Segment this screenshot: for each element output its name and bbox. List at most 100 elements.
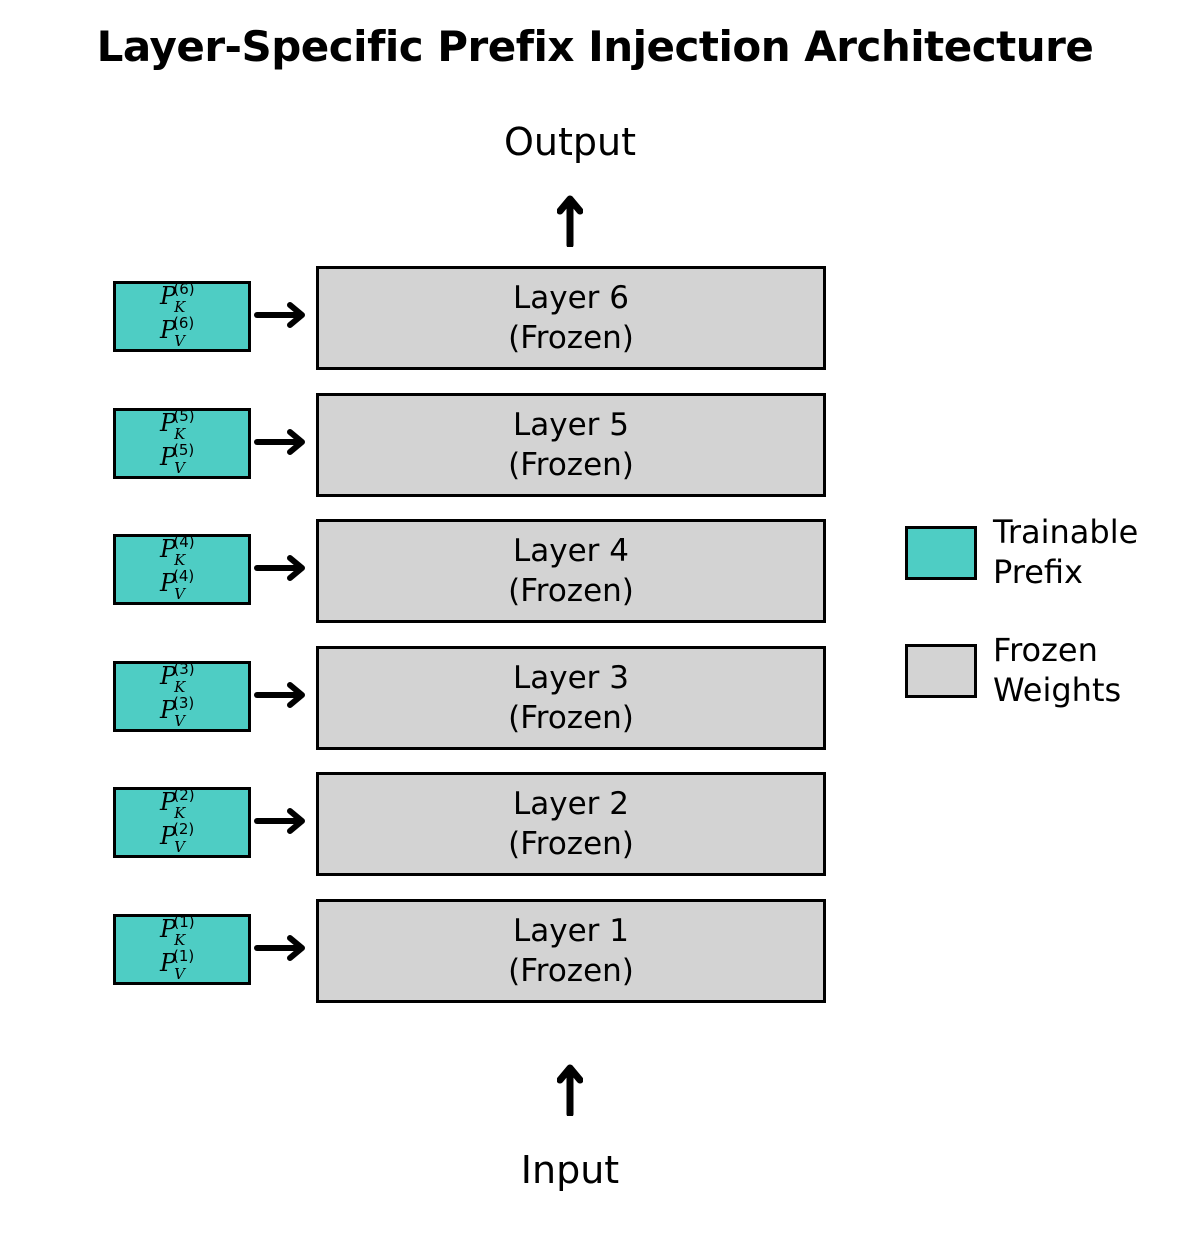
prefix-k-base: P [160,282,177,310]
prefix-k-label: PK(4) [160,533,209,569]
prefix-v-subscript: V [174,459,185,477]
prefix-k-subscript: K [174,678,186,696]
layer-name: Layer 6 [512,280,629,316]
output-label: Output [504,120,636,164]
prefix-k-subscript: K [174,425,186,443]
injection-arrow [254,302,308,328]
frozen-layer-box: Layer 5 (Frozen) [316,393,826,497]
diagram-title: Layer-Specific Prefix Injection Architec… [96,22,1094,71]
prefix-v-base: P [160,949,177,977]
prefix-v-superscript: (1) [173,947,195,965]
layer-row: PK(6)PV(6)Layer 6(Frozen) [0,266,1190,370]
layer-name: Layer 4 [512,533,629,569]
prefix-k-label: PK(5) [160,407,209,443]
prefix-v-subscript: V [174,838,185,856]
injection-arrow [254,555,308,581]
layer-state: (Frozen) [508,573,634,609]
prefix-k-superscript: (1) [173,913,195,931]
prefix-box: PK(2)PV(2) [113,786,251,858]
layer-state: (Frozen) [508,447,634,483]
layer-row: PK(5)PV(5)Layer 5(Frozen) [0,393,1190,497]
input-arrow [557,1064,583,1116]
prefix-k-subscript: K [174,298,186,316]
prefix-v-base: P [160,696,177,724]
prefix-v-label: PV(5) [160,441,208,477]
legend-swatch-trainable [905,526,977,580]
layer-state: (Frozen) [508,826,634,862]
frozen-layer-box: Layer 3 (Frozen) [316,646,826,750]
prefix-k-label: PK(6) [160,280,209,316]
prefix-v-label: PV(3) [160,694,208,730]
prefix-v-label: PV(6) [160,314,208,350]
prefix-v-base: P [160,822,177,850]
prefix-v-base: P [160,443,177,471]
prefix-v-base: P [160,569,177,597]
prefix-k-superscript: (5) [173,407,195,425]
prefix-k-subscript: K [174,804,186,822]
prefix-k-base: P [160,662,177,690]
prefix-box: PK(3)PV(3) [113,660,251,732]
layer-name: Layer 2 [512,786,629,822]
frozen-layer-box: Layer 4 (Frozen) [316,519,826,623]
prefix-box: PK(6)PV(6) [113,280,251,352]
prefix-k-superscript: (3) [173,660,195,678]
legend-label-line1: Frozen [993,631,1098,669]
prefix-v-superscript: (6) [173,314,195,332]
prefix-v-label: PV(4) [160,567,208,603]
prefix-k-superscript: (2) [173,786,195,804]
frozen-layer-box: Layer 6 (Frozen) [316,266,826,370]
prefix-box: PK(1)PV(1) [113,913,251,985]
injection-arrow [254,429,308,455]
frozen-layer-box: Layer 1 (Frozen) [316,899,826,1003]
prefix-k-superscript: (4) [173,533,195,551]
layer-row: PK(2)PV(2)Layer 2(Frozen) [0,772,1190,876]
layer-row: PK(3)PV(3)Layer 3(Frozen) [0,646,1190,750]
injection-arrow [254,682,308,708]
layer-name: Layer 1 [512,913,629,949]
prefix-k-base: P [160,535,177,563]
prefix-v-subscript: V [174,712,185,730]
legend-label-line1: Trainable [993,513,1139,551]
prefix-v-superscript: (2) [173,820,195,838]
input-label: Input [520,1148,620,1192]
legend-label-trainable: Trainable Prefix [993,512,1173,592]
prefix-v-base: P [160,316,177,344]
layer-name: Layer 3 [512,660,629,696]
legend-label-line2: Weights [993,671,1122,709]
prefix-v-label: PV(2) [160,820,208,856]
injection-arrow [254,808,308,834]
prefix-k-subscript: K [174,931,186,949]
legend-swatch-frozen [905,644,977,698]
legend-label-frozen: Frozen Weights [993,630,1173,710]
prefix-v-subscript: V [174,585,185,603]
prefix-v-subscript: V [174,332,185,350]
prefix-v-superscript: (3) [173,694,195,712]
layer-state: (Frozen) [508,320,634,356]
prefix-k-label: PK(3) [160,660,209,696]
layer-row: PK(1)PV(1)Layer 1(Frozen) [0,899,1190,1003]
prefix-v-label: PV(1) [160,947,208,983]
prefix-k-label: PK(1) [160,913,209,949]
prefix-v-superscript: (4) [173,567,195,585]
prefix-k-base: P [160,915,177,943]
frozen-layer-box: Layer 2 (Frozen) [316,772,826,876]
prefix-box: PK(5)PV(5) [113,407,251,479]
layer-state: (Frozen) [508,953,634,989]
prefix-k-base: P [160,788,177,816]
prefix-box: PK(4)PV(4) [113,533,251,605]
layer-row: PK(4)PV(4)Layer 4(Frozen) [0,519,1190,623]
layer-state: (Frozen) [508,700,634,736]
prefix-k-subscript: K [174,551,186,569]
prefix-k-label: PK(2) [160,786,209,822]
legend-label-line2: Prefix [993,553,1083,591]
output-arrow [557,195,583,247]
prefix-v-subscript: V [174,965,185,983]
injection-arrow [254,935,308,961]
prefix-k-superscript: (6) [173,280,195,298]
prefix-v-superscript: (5) [173,441,195,459]
legend-item-frozen-weights: Frozen Weights [905,630,1175,710]
prefix-k-base: P [160,409,177,437]
legend-item-trainable-prefix: Trainable Prefix [905,512,1175,592]
layer-name: Layer 5 [512,407,629,443]
